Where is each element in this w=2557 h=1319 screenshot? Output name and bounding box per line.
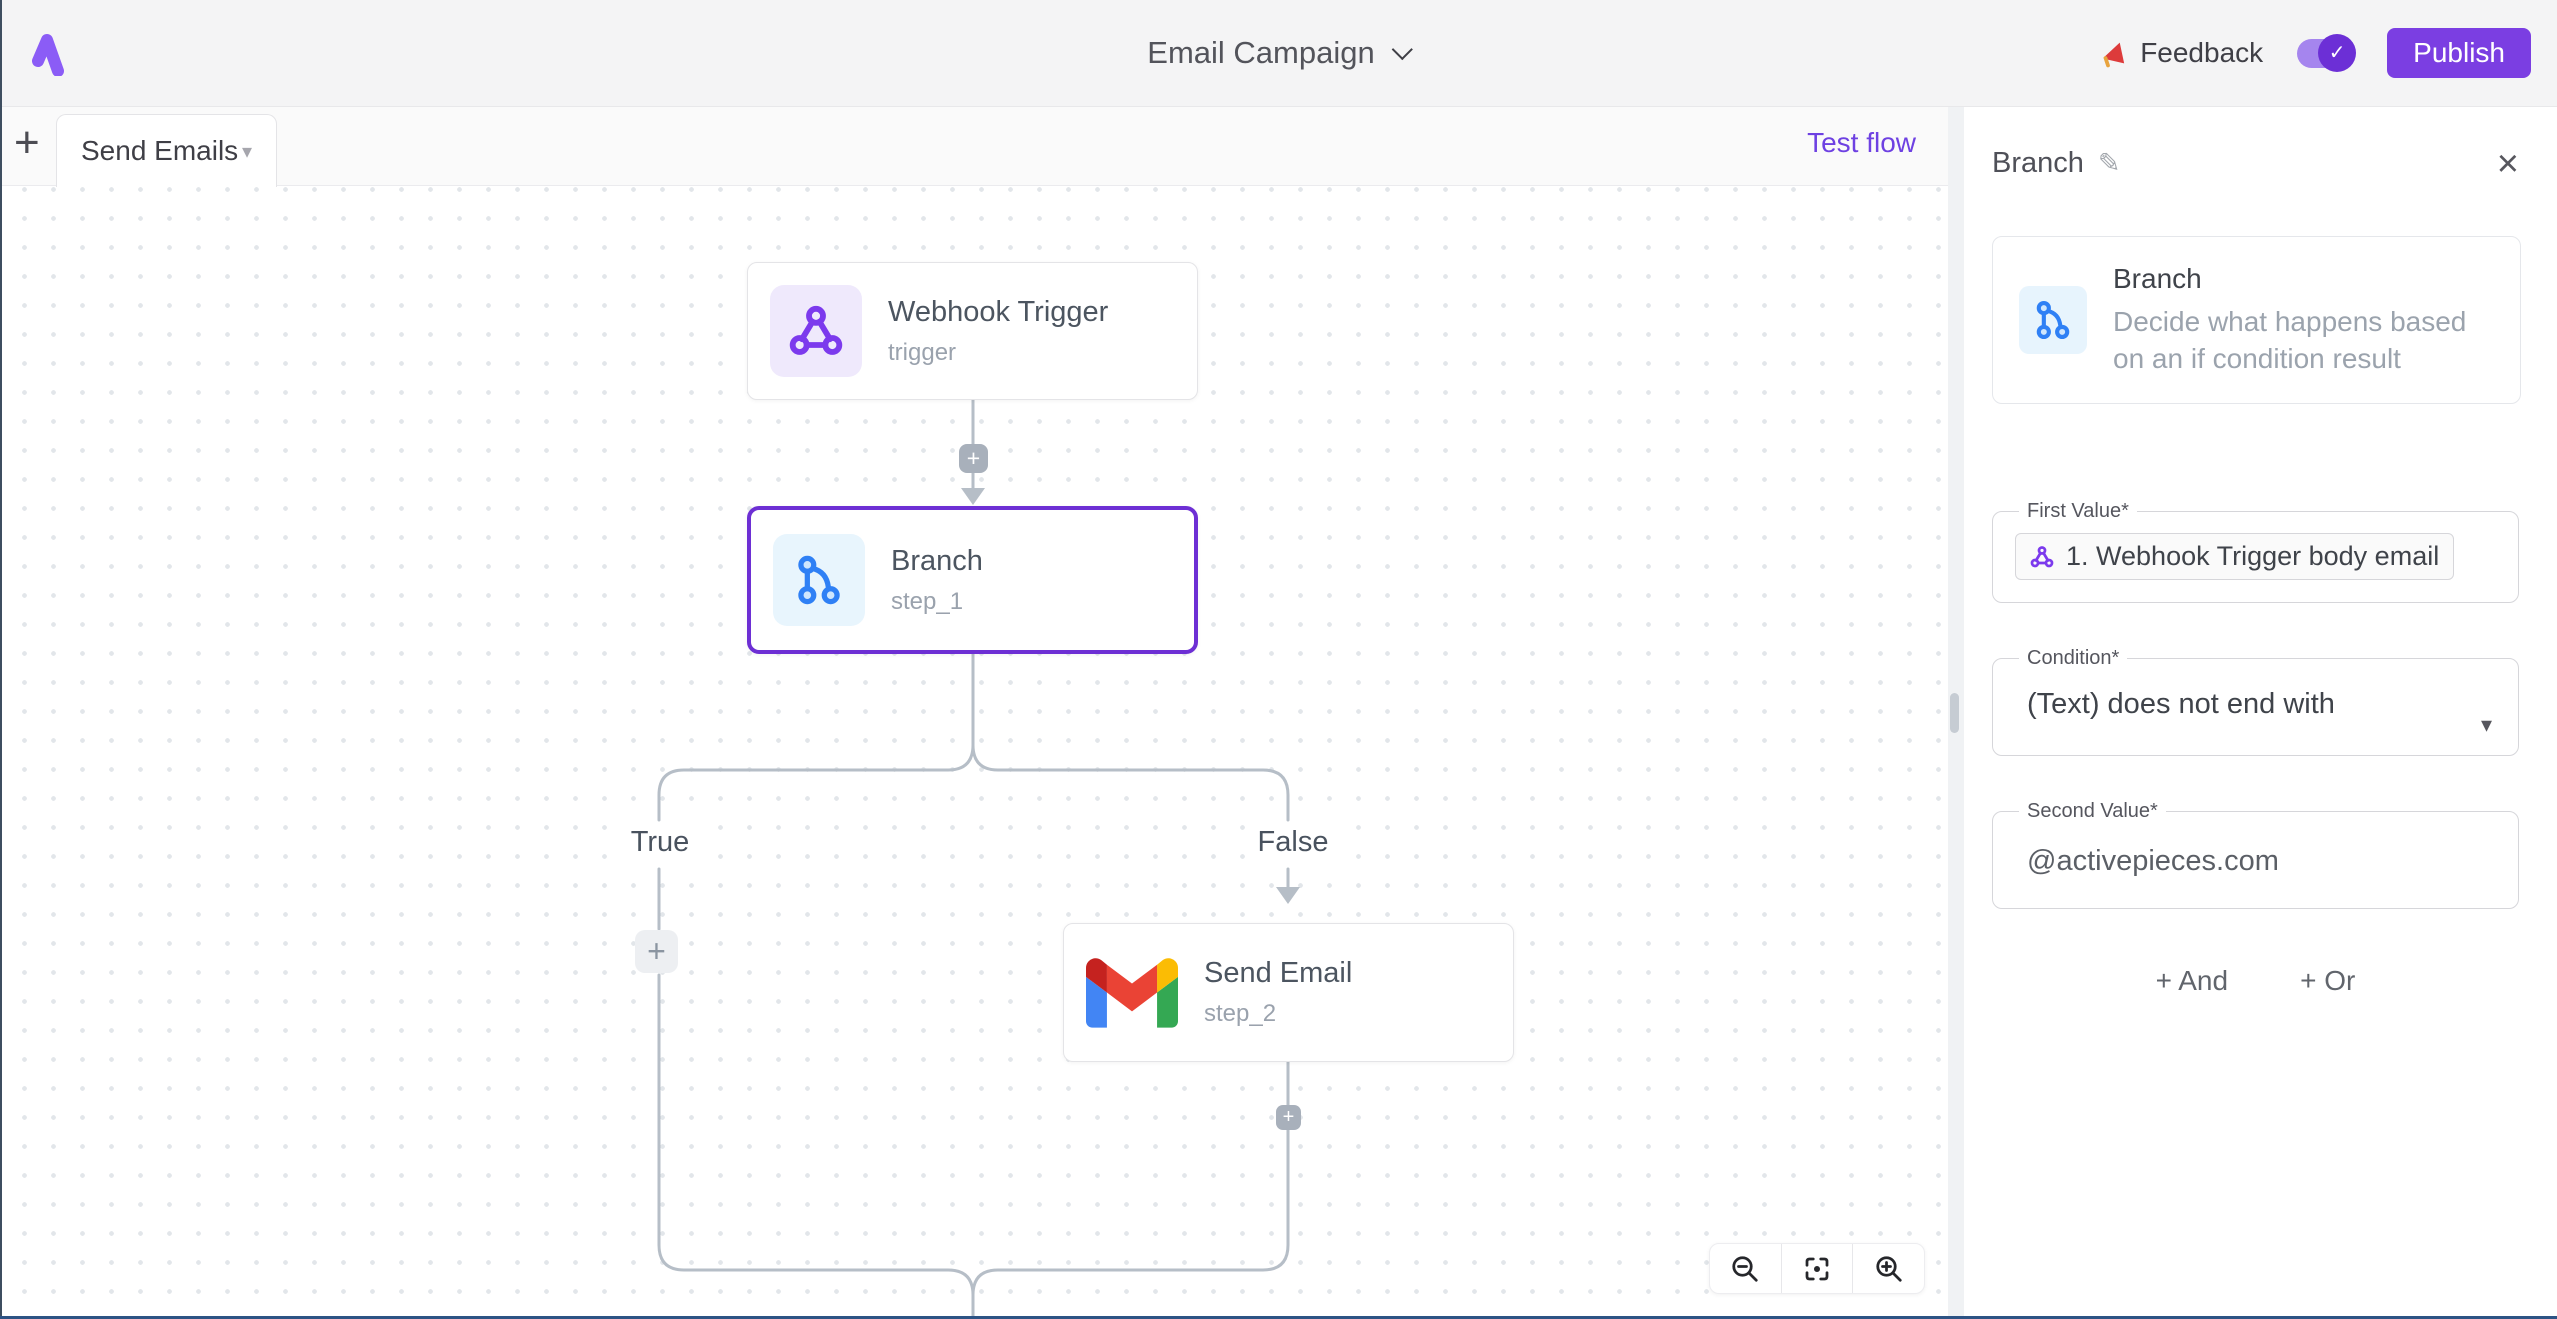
condition-select[interactable]: Condition* (Text) does not end with ▾: [1992, 647, 2519, 756]
zoom-in-icon: [1874, 1254, 1904, 1284]
node-step-name: step_1: [891, 588, 983, 616]
node-step-name: step_2: [1204, 1000, 1352, 1028]
window-edge-left: [0, 0, 2, 1319]
node-branch[interactable]: Branch step_1: [747, 506, 1198, 654]
webhook-icon: [2030, 545, 2054, 569]
node-title: Webhook Trigger: [888, 296, 1108, 329]
branch-true-label: True: [621, 824, 700, 861]
first-value-field[interactable]: First Value* 1. Webhook Trigger body ema…: [1992, 500, 2519, 603]
add-flow-button[interactable]: +: [14, 121, 40, 165]
test-flow-link[interactable]: Test flow: [1807, 127, 1916, 159]
flow-title: Email Campaign: [1147, 35, 1374, 71]
add-step-button[interactable]: +: [959, 444, 988, 473]
flow-tab-label: Send Emails: [81, 135, 238, 167]
add-step-true-branch-button[interactable]: +: [635, 930, 678, 973]
first-value-token[interactable]: 1. Webhook Trigger body email: [2015, 533, 2454, 580]
condition-selected-value: (Text) does not end with: [2011, 680, 2500, 733]
close-panel-button[interactable]: ×: [2497, 149, 2519, 179]
publish-button[interactable]: Publish: [2387, 28, 2531, 78]
branch-icon: [2019, 286, 2087, 354]
gmail-icon: [1086, 947, 1178, 1039]
piece-description: Decide what happens based on an if condi…: [2113, 303, 2505, 377]
node-step-name: trigger: [888, 339, 1108, 367]
panel-resize-handle[interactable]: [1950, 693, 1959, 733]
flow-title-dropdown[interactable]: Email Campaign: [1147, 35, 1409, 71]
zoom-in-button[interactable]: [1852, 1244, 1924, 1293]
piece-name: Branch: [2113, 263, 2505, 295]
flow-tab-bar: + Send Emails ▾ Test flow: [0, 107, 1948, 186]
node-title: Send Email: [1204, 957, 1352, 990]
node-title: Branch: [891, 545, 983, 578]
feedback-label: Feedback: [2140, 37, 2263, 69]
top-header: Email Campaign Feedback ✓ Publish: [0, 0, 2557, 107]
activepieces-logo-icon[interactable]: [26, 30, 68, 76]
canvas-zoom-toolbar: [1709, 1243, 1925, 1294]
first-value-token-text: 1. Webhook Trigger body email: [2066, 541, 2439, 572]
fit-view-button[interactable]: [1781, 1244, 1853, 1293]
feedback-button[interactable]: Feedback: [2098, 37, 2263, 69]
toggle-check-icon: ✓: [2318, 34, 2356, 72]
step-settings-panel: Branch ✎ × Branch Decide what happens ba…: [1964, 107, 2557, 1319]
webhook-icon: [770, 285, 862, 377]
panel-title: Branch: [1992, 147, 2084, 180]
add-or-condition-button[interactable]: + Or: [2300, 965, 2355, 997]
second-value-field[interactable]: Second Value* @activepieces.com: [1992, 800, 2519, 909]
panel-gutter: [1948, 107, 1964, 1319]
edit-name-icon[interactable]: ✎: [2098, 148, 2121, 179]
zoom-out-button[interactable]: [1710, 1244, 1781, 1293]
node-send-email[interactable]: Send Email step_2: [1063, 923, 1514, 1062]
first-value-label: First Value*: [2019, 500, 2137, 523]
megaphone-icon: [2098, 38, 2128, 68]
branch-false-label: False: [1248, 824, 1339, 861]
tab-caret-icon[interactable]: ▾: [242, 139, 252, 164]
chevron-down-icon: [1392, 38, 1413, 59]
add-and-condition-button[interactable]: + And: [2156, 965, 2228, 997]
flow-canvas[interactable]: + Send Emails ▾ Test flow: [0, 107, 1948, 1319]
piece-info-card: Branch Decide what happens based on an i…: [1992, 236, 2521, 404]
condition-label: Condition*: [2019, 647, 2127, 670]
zoom-out-icon: [1730, 1254, 1760, 1284]
fit-view-icon: [1802, 1254, 1832, 1284]
node-webhook-trigger[interactable]: Webhook Trigger trigger: [747, 262, 1198, 400]
second-value-input[interactable]: @activepieces.com: [2011, 833, 2500, 886]
select-caret-icon: ▾: [2481, 712, 2492, 738]
branch-icon: [773, 534, 865, 626]
flow-tab[interactable]: Send Emails ▾: [56, 114, 277, 187]
add-step-false-branch-button[interactable]: +: [1276, 1105, 1301, 1130]
publish-toggle[interactable]: ✓: [2297, 39, 2353, 68]
second-value-label: Second Value*: [2019, 800, 2166, 823]
